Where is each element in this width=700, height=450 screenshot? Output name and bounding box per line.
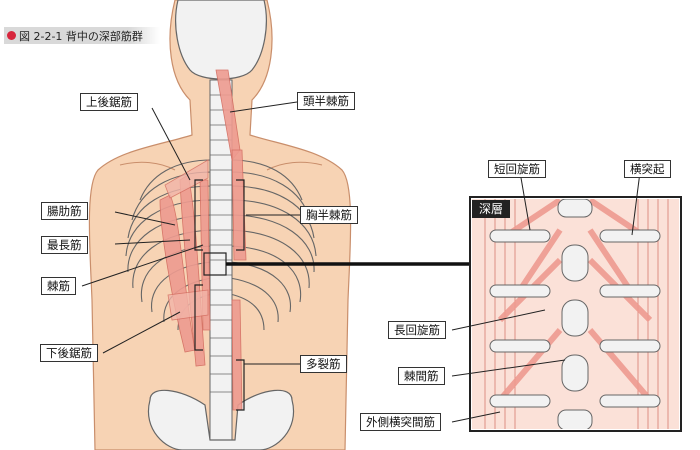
multifidus-muscle xyxy=(231,299,243,411)
region-brackets xyxy=(194,179,245,411)
deep-inset xyxy=(451,171,682,432)
label-longissimus: 最長筋 xyxy=(41,236,88,254)
label-transverse-process: 横突起 xyxy=(624,160,671,178)
label-short-rotatores: 短回旋筋 xyxy=(488,160,546,178)
label-spinalis: 棘筋 xyxy=(41,277,76,295)
figure-caption-text: 図 2-2-1 背中の深部筋群 xyxy=(19,30,143,43)
skull xyxy=(175,0,267,80)
bullet-icon xyxy=(7,31,16,40)
label-semispinalis-thoracis: 胸半棘筋 xyxy=(300,206,358,224)
label-long-rotatores: 長回旋筋 xyxy=(388,321,446,339)
label-lower-serratus: 下後鋸筋 xyxy=(40,344,98,362)
label-interspinales: 棘間筋 xyxy=(398,367,445,385)
semispinalis-thoracis-muscle xyxy=(231,149,247,261)
label-multifidus: 多裂筋 xyxy=(300,355,347,373)
inset-title: 深層 xyxy=(472,200,510,218)
leader-lines xyxy=(81,101,300,365)
label-iliocostalis: 腸肋筋 xyxy=(41,202,88,220)
label-lateral-intertransversarii: 外側横突間筋 xyxy=(360,413,441,431)
pelvis xyxy=(147,389,295,450)
label-semispinalis-capitis: 頭半棘筋 xyxy=(297,92,355,110)
figure-caption: 図 2-2-1 背中の深部筋群 xyxy=(4,27,160,44)
label-upper-serratus: 上後鋸筋 xyxy=(80,93,138,111)
upper-serratus-muscle xyxy=(164,159,209,199)
